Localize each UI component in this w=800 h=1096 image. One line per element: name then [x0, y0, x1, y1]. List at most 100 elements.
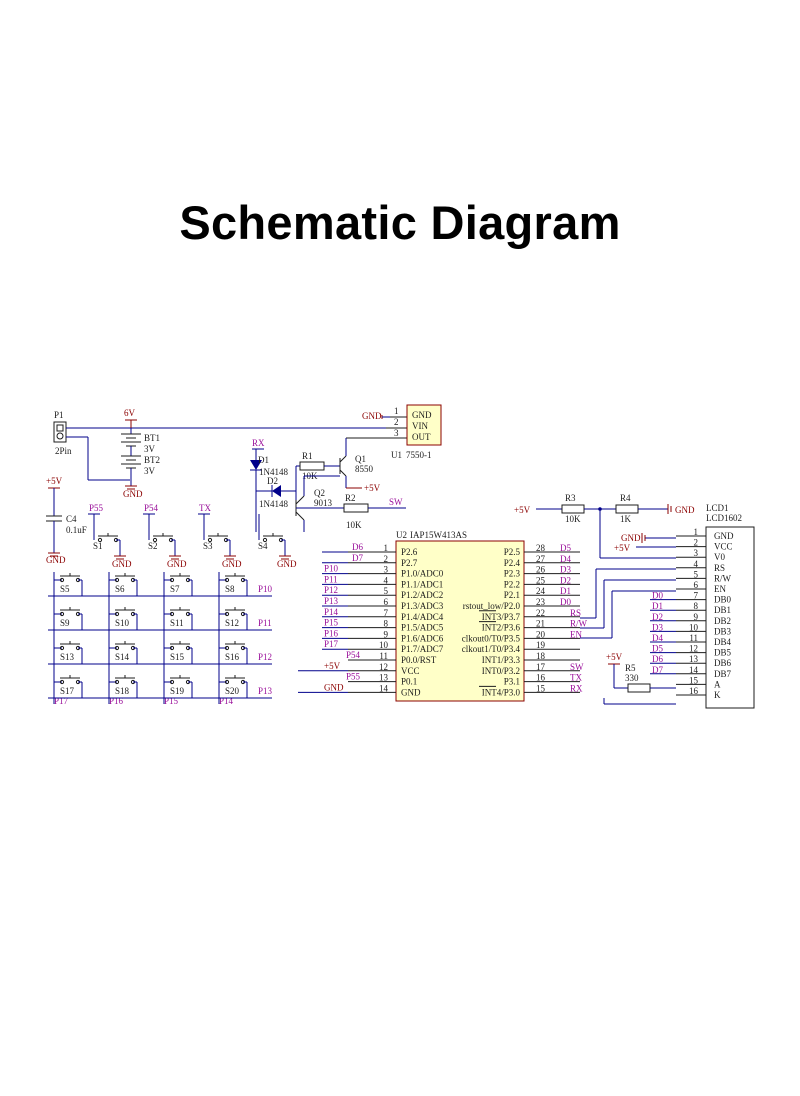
matrix-switch-contact-a [59, 577, 65, 583]
top-switch-contact-a [207, 537, 213, 543]
u1-value: 7550-1 [406, 450, 432, 460]
net-rx: RX [252, 438, 265, 448]
lcd-pin-name: V0 [714, 552, 725, 562]
r5-resistor [627, 683, 651, 693]
u2-left-pin-num: 5 [384, 586, 389, 596]
u2-right-pin-num: 25 [536, 575, 546, 585]
lcd-ref: LCD1 [706, 503, 729, 513]
lcd-pin-name: DB1 [714, 605, 731, 615]
control-routing [580, 568, 676, 639]
svg-text:OUT: OUT [412, 432, 431, 442]
u2-right-pin-name: P3.1 [504, 677, 520, 687]
matrix-switch-ref: S6 [115, 584, 125, 594]
svg-text:3: 3 [394, 428, 399, 438]
lcd-pin-num: 4 [694, 559, 699, 569]
matrix-switch-contact-a [169, 679, 175, 685]
u2-left-net: P12 [324, 585, 338, 595]
lcd-pin-num: 1 [694, 527, 699, 537]
c4-value: 0.1uF [66, 525, 87, 535]
lcd-pin-name: DB7 [714, 669, 732, 679]
u2-left-net: P14 [324, 607, 339, 617]
q1-ref: Q1 [355, 454, 366, 464]
lcd-pin-name: DB5 [714, 648, 732, 658]
lcd-pin-name: A [714, 679, 721, 689]
r3-value: 10K [565, 514, 581, 524]
matrix-switch-ref: S15 [170, 652, 185, 662]
u2-right-pin-name: P2.4 [504, 558, 521, 568]
u2-right-pin-num: 17 [536, 662, 546, 672]
u2-left-pin-num: 2 [384, 554, 389, 564]
u2-left-pin-name: P1.6/ADC6 [401, 633, 444, 643]
u2-right-net: D4 [560, 554, 571, 564]
u2-right-pin-name: clkout1/T0/P3.4 [462, 644, 521, 654]
u2-right-pin-name: P2.5 [504, 547, 521, 557]
r2-ref: R2 [345, 493, 356, 503]
u2-left-net: P13 [324, 596, 339, 606]
u2-left-pin-num: 9 [384, 629, 389, 639]
top-switch-net: TX [199, 503, 211, 513]
lcd-pin-name: DB4 [714, 637, 732, 647]
u2-right-net: RX [570, 683, 583, 693]
u2-right-pin-name: INT2/P3.6 [482, 623, 521, 633]
bt2-value: 3V [144, 466, 156, 476]
u2-left-pin-name: P1.0/ADC0 [401, 569, 444, 579]
top-switch-contact-a [262, 537, 268, 543]
u1-ref: U1 [391, 450, 402, 460]
matrix-switch-contact-a [224, 645, 230, 651]
gnd-label-bt: GND [123, 489, 143, 499]
matrix-switch-contact-a [114, 611, 120, 617]
u2-right-pin-num: 16 [536, 673, 546, 683]
lcd-pin-net: D1 [652, 601, 663, 611]
p1-pin2 [56, 432, 64, 440]
matrix-row-net: P12 [258, 652, 272, 662]
lcd-pin-num: 16 [689, 686, 699, 696]
u2-right-net: SW [570, 662, 584, 672]
matrix-switch-ref: S8 [225, 584, 235, 594]
r5-value: 330 [625, 673, 639, 683]
p1-pin1 [56, 424, 64, 432]
lcd-pin-net: D2 [652, 612, 663, 622]
lcd-pin-net: D5 [652, 644, 663, 654]
svg-text:GND: GND [412, 410, 432, 420]
u2-right-pin-name: rstout_low/P2.0 [463, 601, 521, 611]
bt1-value: 3V [144, 444, 156, 454]
p1-value: 2Pin [55, 446, 72, 456]
u2-left-net: P55 [346, 672, 361, 682]
u2-left-net: D6 [352, 542, 363, 552]
lcd-pin-name: RS [714, 563, 725, 573]
u2-right-net: EN [570, 629, 582, 639]
u2-left-pin-num: 3 [384, 565, 389, 575]
u2-left-pin-name: P1.3/ADC3 [401, 601, 444, 611]
q1-value: 8550 [355, 464, 374, 474]
svg-text:1: 1 [394, 406, 399, 416]
u1-regulator: GND 1 2 3 GND VIN OUT U1 7550-1 [346, 404, 442, 460]
matrix-switch-ref: S17 [60, 686, 75, 696]
c4-capacitor: +5V C4 0.1uF GND [46, 476, 87, 565]
matrix-switch-contact-a [169, 611, 175, 617]
lcd-pin-num: 9 [694, 612, 699, 622]
lcd-pin-name: DB2 [714, 616, 731, 626]
label-6v: 6V [124, 408, 136, 418]
r3-resistor [561, 504, 585, 514]
u2-left-pin-name: P1.7/ADC7 [401, 644, 444, 654]
svg-text:2: 2 [394, 417, 399, 427]
q2-value: 9013 [314, 498, 333, 508]
u2-right-net: R/W [570, 619, 588, 629]
u2-right-pin-num: 28 [536, 543, 546, 553]
lcd-pin-num: 3 [694, 548, 699, 558]
matrix-switch-ref: S20 [225, 686, 240, 696]
gnd-label-r4: GND [675, 505, 695, 515]
p5v-label-lcd: +5V [614, 543, 631, 553]
u2-left-pin-name: P0.1 [401, 677, 417, 687]
d2-value: 1N4148 [259, 499, 288, 509]
u2-right-net: D3 [560, 565, 571, 575]
lcd-pin-num: 2 [694, 538, 699, 548]
p5v-label-c4: +5V [46, 476, 63, 486]
u2-right-pin-num: 20 [536, 629, 546, 639]
q2-ref: Q2 [314, 488, 325, 498]
